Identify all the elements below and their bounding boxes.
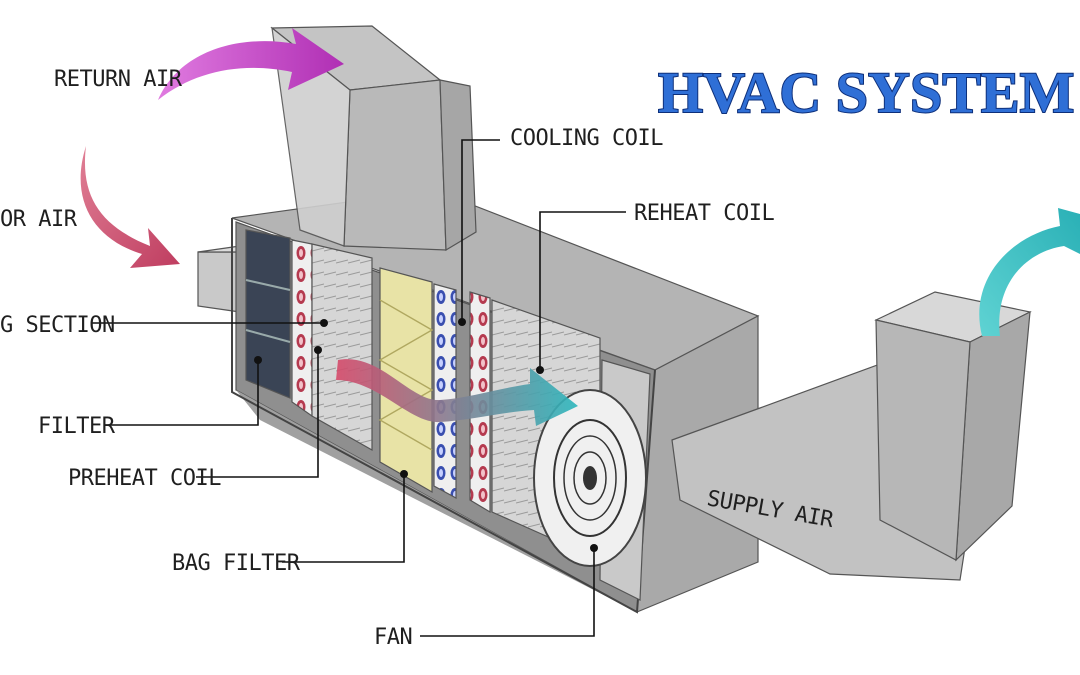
mixing-section-label: G SECTION xyxy=(0,313,115,338)
reheat-coil-label: REHEAT COIL xyxy=(634,201,774,226)
cooling-coil-label: COOLING COIL xyxy=(510,126,663,151)
diagram-title: HVAC SYSTEM xyxy=(658,60,1074,125)
preheat-coil-label: PREHEAT COIL xyxy=(68,466,221,491)
internal-airflow-arrow xyxy=(336,359,578,426)
filter-panels xyxy=(245,229,291,399)
filter-label: FILTER xyxy=(38,414,116,439)
outdoor-air-arrow xyxy=(80,146,180,268)
supply-fan xyxy=(533,359,651,601)
fan-label: FAN xyxy=(374,625,412,650)
return-air-arrow xyxy=(158,28,344,100)
bag-filter-label: BAG FILTER xyxy=(172,551,301,576)
supply-air-duct xyxy=(671,291,1032,581)
outdoor-air-label: OR AIR xyxy=(0,207,78,232)
preheat-coil-bank xyxy=(291,239,373,452)
return-air-label: RETURN AIR xyxy=(54,67,183,92)
supply-air-arrow xyxy=(979,208,1080,336)
leader-lines xyxy=(92,139,626,637)
bag-filter xyxy=(378,267,434,494)
